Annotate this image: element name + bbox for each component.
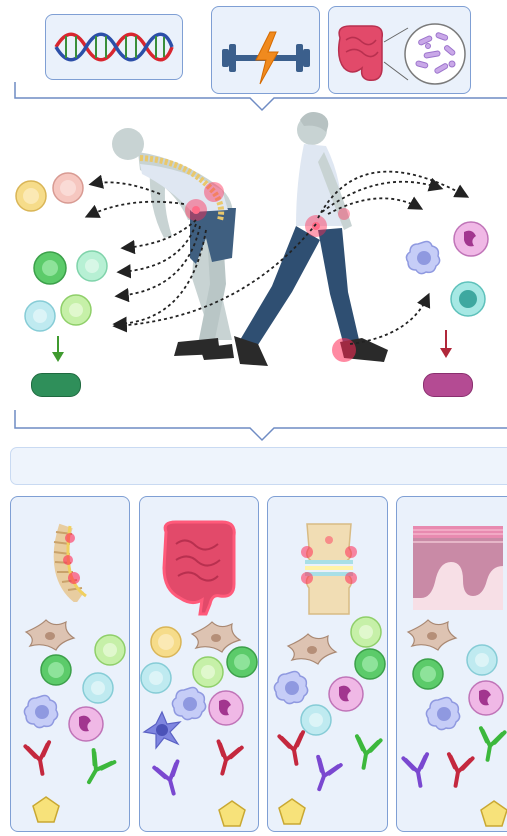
- inflamed-spine-icon: [40, 522, 100, 602]
- panel-cells: [0, 600, 507, 836]
- green-bacteria: [31, 373, 81, 397]
- banner: [10, 447, 507, 485]
- left-immune-cells: [10, 164, 110, 404]
- dna-icon: [52, 28, 176, 66]
- skin-tissue-icon: [413, 526, 503, 610]
- bottom-bracket: [0, 408, 507, 444]
- gut-microbiome-icon: [332, 18, 470, 88]
- right-immune-cells: [400, 218, 500, 368]
- exercise-dumbbell-lightning-icon: [218, 30, 314, 86]
- magenta-bacteria: [423, 373, 473, 397]
